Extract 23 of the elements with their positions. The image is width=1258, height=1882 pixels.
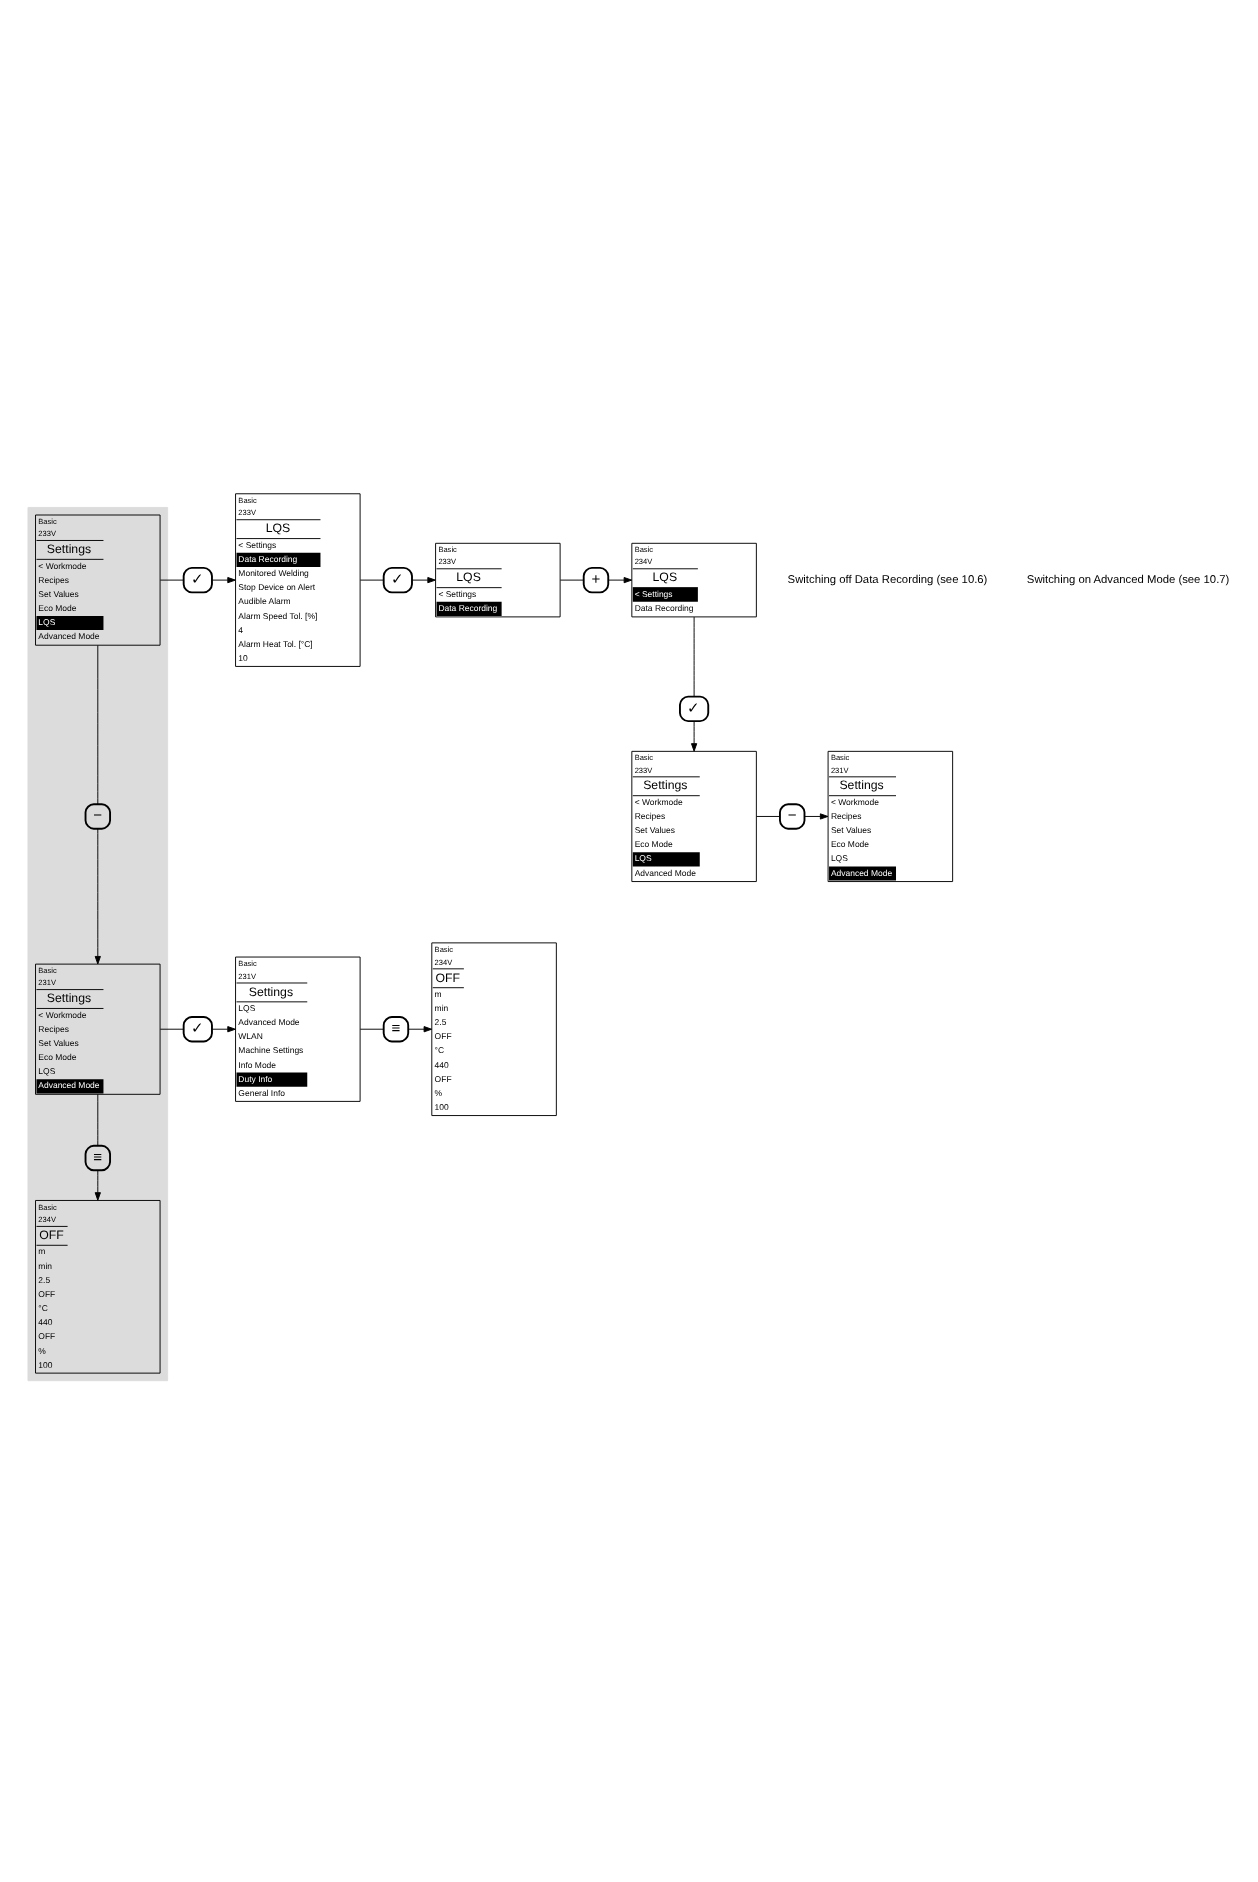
arrow [804, 813, 829, 820]
connector [97, 1093, 99, 1146]
connector [559, 579, 584, 581]
arrow [408, 1026, 433, 1033]
arrow [608, 577, 633, 584]
cluster [27, 507, 169, 1382]
connector [159, 579, 184, 581]
node-box: ✓ [679, 695, 710, 723]
connector [693, 616, 695, 697]
arrow [211, 577, 236, 584]
node-box: ✓ [182, 566, 213, 594]
arrow [94, 828, 101, 965]
node-box: ✓ [382, 566, 413, 594]
node-box: ✓ [182, 1016, 213, 1043]
connector [97, 644, 99, 805]
arrow [691, 721, 698, 752]
connector [359, 579, 384, 581]
connector [159, 1028, 184, 1030]
connector [359, 1028, 384, 1030]
connector [756, 816, 781, 817]
arrow [94, 1170, 101, 1201]
arrow [211, 1026, 236, 1033]
arrow [411, 577, 436, 584]
